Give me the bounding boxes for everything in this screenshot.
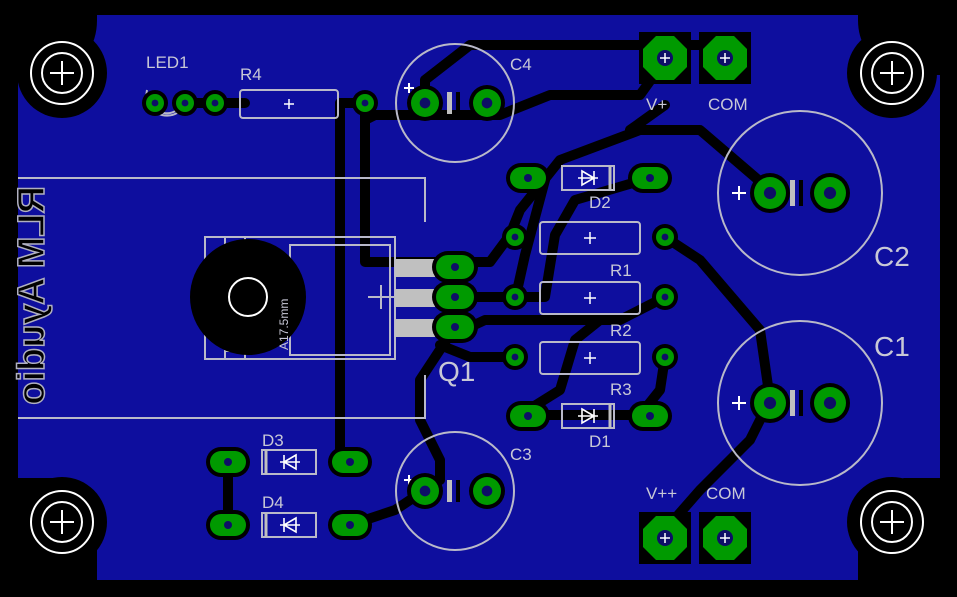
pad-drill (346, 521, 354, 529)
pad-drill (661, 233, 669, 241)
pad-drill (511, 233, 519, 241)
label-vplusplus: V++ (646, 484, 677, 503)
pad-drill (224, 521, 232, 529)
diode-symbol-icon (280, 453, 300, 471)
pad-drill (646, 174, 654, 182)
label-d3: D3 (262, 431, 284, 450)
pad-drill (481, 485, 493, 497)
pad-drill (151, 99, 159, 107)
pad-drill (451, 293, 459, 301)
pad-drill (211, 99, 219, 107)
diode-symbols (264, 166, 612, 537)
pad-drill (661, 293, 669, 301)
mounting-hole-tl (17, 28, 107, 118)
pad-drill (763, 396, 777, 410)
pad-drill (181, 99, 189, 107)
label-r4: R4 (240, 65, 262, 84)
pad-drill (524, 174, 532, 182)
pad-drill (451, 263, 459, 271)
pad-drill (823, 396, 837, 410)
pad-drill (524, 412, 532, 420)
pad-drill (346, 458, 354, 466)
pad-drill (451, 323, 459, 331)
label-d1: D1 (589, 432, 611, 451)
pads (142, 32, 850, 564)
label-com-bottom: COM (706, 484, 746, 503)
label-c4: C4 (510, 55, 532, 74)
label-c3: C3 (510, 445, 532, 464)
pad-drill (646, 412, 654, 420)
pad-drill (511, 353, 519, 361)
mounting-hole-bl (17, 477, 107, 567)
plus-marker-icon (660, 53, 670, 63)
plus-marker-icon (720, 533, 730, 543)
label-com-top: COM (708, 95, 748, 114)
resistor-markers (284, 99, 596, 364)
label-r3: R3 (610, 380, 632, 399)
pad-drill (481, 97, 493, 109)
plus-marker-icon (660, 533, 670, 543)
label-r2: R2 (610, 321, 632, 340)
pad-drill (763, 186, 777, 200)
cap-polarity (404, 83, 803, 502)
label-d2: D2 (589, 193, 611, 212)
diode-symbol-icon (578, 169, 598, 187)
mounting-hole-tr (847, 28, 937, 118)
label-c2: C2 (874, 241, 910, 272)
label-c1: C1 (874, 331, 910, 362)
component-labels: LED1 R4 C4 V+ COM D2 C2 C1 R1 R2 R3 Q1 D… (10, 53, 910, 512)
label-q1: Q1 (438, 356, 475, 387)
diode-symbol-icon (280, 516, 300, 534)
pad-drill (224, 458, 232, 466)
label-vplus: V+ (646, 95, 667, 114)
pad-drill (661, 353, 669, 361)
label-q1-value: A17.5mm (277, 299, 291, 350)
pad-drill (511, 293, 519, 301)
label-r1: R1 (610, 261, 632, 280)
q1-tabs (395, 259, 435, 337)
pad-drill (361, 99, 369, 107)
pad-drill (419, 97, 431, 109)
pad-drill (823, 186, 837, 200)
mounting-hole-br (847, 477, 937, 567)
heatsink (190, 239, 306, 355)
label-led1: LED1 (146, 53, 189, 72)
pad-drill (419, 485, 431, 497)
label-d4: D4 (262, 493, 284, 512)
diode-symbol-icon (578, 407, 598, 425)
plus-marker-icon (720, 53, 730, 63)
mirrored-board-text: RLM Ayudio (11, 186, 53, 405)
